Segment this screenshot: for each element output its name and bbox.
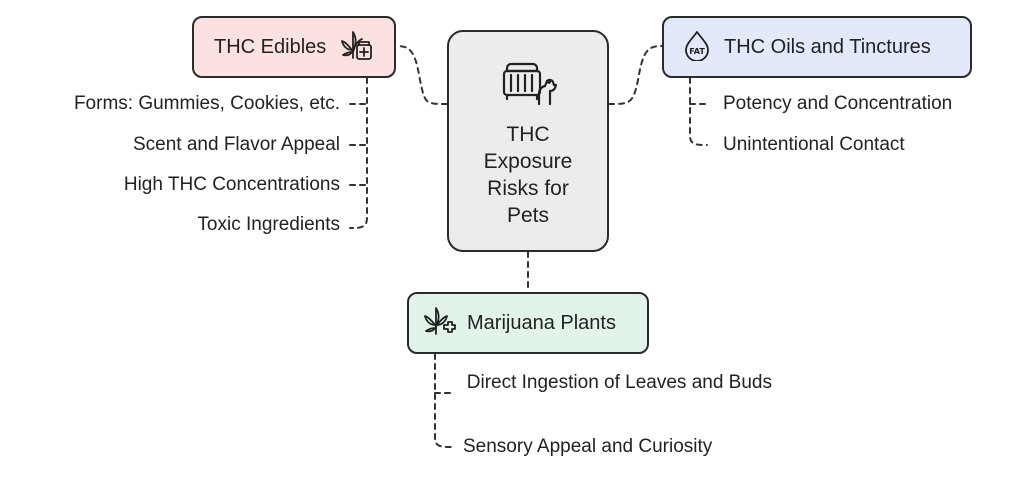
pet-carrier-with-dog-icon: [499, 54, 558, 113]
plants-item-sensory: Sensory Appeal and Curiosity: [463, 436, 713, 457]
svg-text:FAT: FAT: [689, 47, 705, 56]
edibles-item-scent: Scent and Flavor Appeal: [132, 134, 340, 155]
connector-center-oils: [608, 45, 663, 105]
oils-item-potency: Potency and Concentration: [723, 93, 953, 114]
branch-plants: Marijuana Plants: [407, 292, 649, 354]
edibles-spine: [349, 77, 368, 229]
oils-spine: [689, 77, 708, 146]
branch-oils: FAT THC Oils and Tinctures: [662, 16, 972, 78]
cannabis-leaf-with-package-icon: [340, 28, 374, 67]
center-title: THC Exposure Risks for Pets: [483, 122, 573, 227]
center-node: THC Exposure Risks for Pets: [447, 30, 609, 252]
edibles-item-ingredients: Toxic Ingredients: [197, 214, 340, 235]
branch-plants-label: Marijuana Plants: [467, 311, 616, 334]
fat-drop-icon: FAT: [682, 29, 712, 66]
plants-spine: [434, 353, 453, 448]
branch-edibles-label: THC Edibles: [214, 35, 327, 58]
branch-edibles: THC Edibles: [192, 16, 396, 78]
edibles-item-concentrations: High THC Concentrations: [123, 174, 340, 195]
oils-item-contact: Unintentional Contact: [723, 134, 905, 155]
branch-oils-label: THC Oils and Tinctures: [724, 35, 931, 58]
plants-item-ingestion: Direct Ingestion of Leaves and Buds: [466, 372, 772, 393]
edibles-item-forms: Forms: Gummies, Cookies, etc.: [73, 93, 340, 114]
connector-center-edibles: [395, 45, 448, 105]
cannabis-leaf-plus-icon: [423, 305, 457, 342]
